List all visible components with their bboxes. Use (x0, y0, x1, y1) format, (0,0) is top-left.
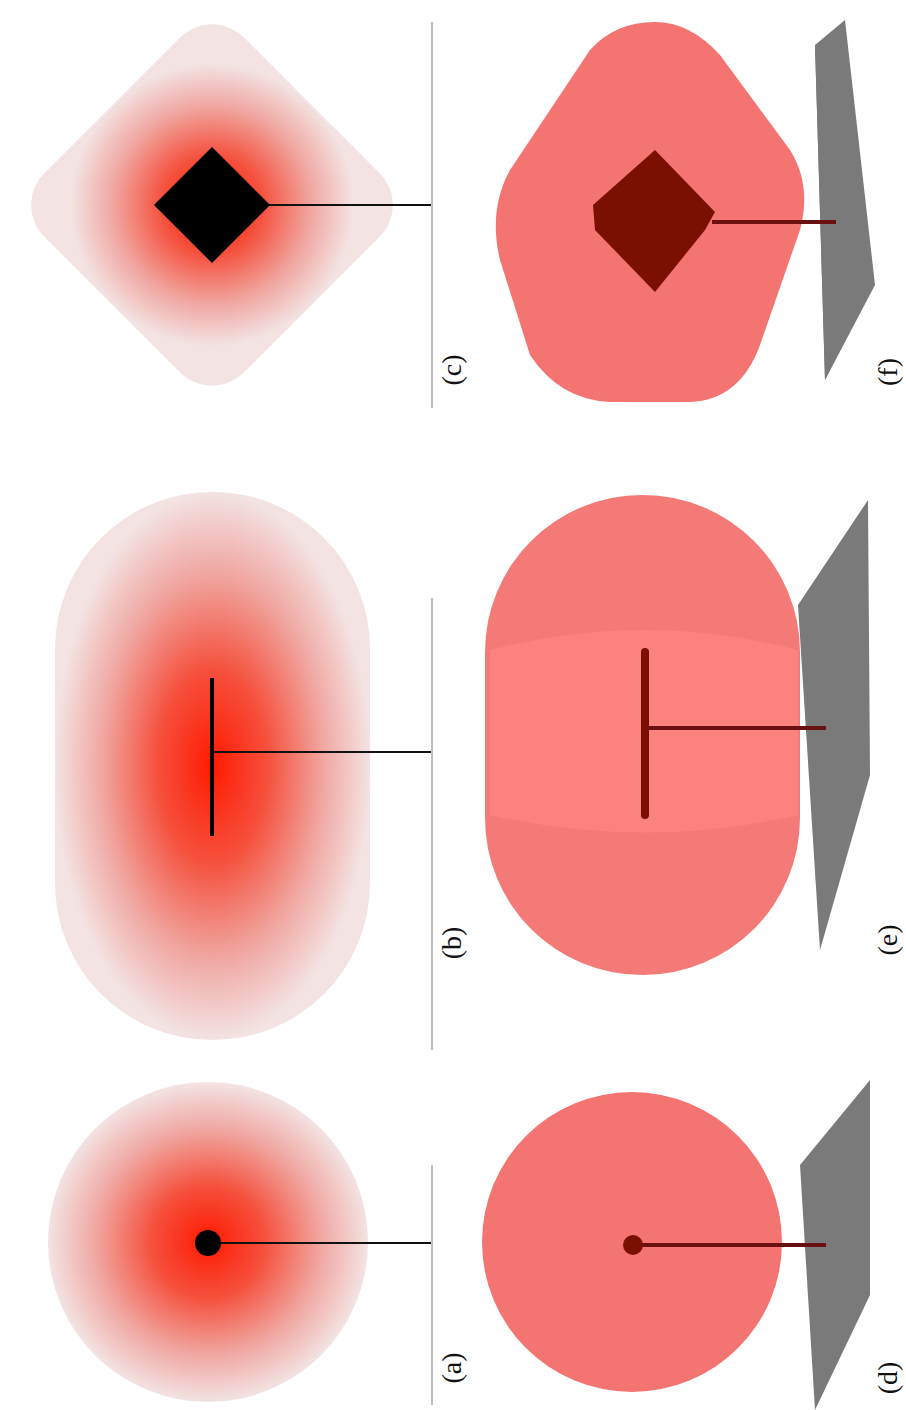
ground-line (431, 1165, 433, 1405)
panel-label: (a) (436, 1352, 468, 1383)
cylinder-band (490, 630, 798, 833)
panel-label: (e) (872, 924, 904, 955)
box (593, 150, 715, 292)
segment-field (55, 492, 370, 1040)
panel-label: (b) (436, 927, 468, 960)
leader-line (208, 1242, 431, 1244)
ground-line (431, 22, 433, 408)
point (623, 1235, 643, 1255)
leader-line (212, 751, 431, 753)
leader-line (712, 220, 836, 224)
ground-plane (815, 20, 875, 380)
box (154, 147, 270, 263)
point-volume (482, 1092, 782, 1392)
segment (210, 678, 214, 836)
ground-plane (798, 500, 870, 950)
panel-label: (c) (436, 354, 468, 385)
leader-line (633, 1243, 826, 1247)
point (195, 1230, 221, 1256)
box-volume (496, 22, 804, 402)
panel-label: (d) (872, 1362, 904, 1395)
panel-label: (f) (872, 358, 904, 386)
segment-volume (485, 495, 800, 975)
leader-line (645, 726, 826, 730)
ground-line (431, 598, 433, 1050)
segment (641, 652, 649, 815)
